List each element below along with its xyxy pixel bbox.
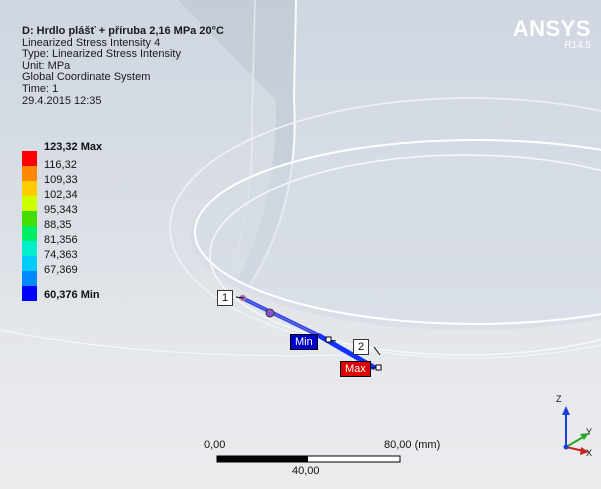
legend-swatch-5 [22, 211, 37, 226]
legend-value: 109,33 [44, 174, 78, 186]
legend-min-label: 60,376 Min [44, 289, 100, 301]
axis-z-label: Z [556, 394, 562, 404]
legend-swatch-4 [22, 196, 37, 211]
legend-value: 81,356 [44, 234, 78, 246]
legend-value: 95,343 [44, 204, 78, 216]
legend-value: 102,34 [44, 189, 78, 201]
scale-mid-label: 40,00 [292, 465, 320, 477]
result-time: Time: 1 [22, 82, 59, 95]
result-name: Linearized Stress Intensity 4 [22, 36, 161, 49]
legend-swatch-7 [22, 241, 37, 256]
legend-swatch-8 [22, 256, 37, 271]
legend-max-label: 123,32 Max [44, 141, 103, 153]
ansys-logo: ANSYS R14.5 [513, 18, 591, 52]
legend-value: 74,363 [44, 249, 78, 261]
max-value-label[interactable]: Max [340, 361, 371, 377]
brand-name: ANSYS [512, 16, 591, 41]
coordinate-system: Global Coordinate System [22, 71, 151, 84]
axis-y-label: Y [586, 427, 593, 437]
result-title: D: Hrdlo plášť + příruba 2,16 MPa 20°C [22, 25, 224, 37]
probe-point-2-label[interactable]: 2 [353, 339, 370, 355]
brand-version: R14.5 [564, 40, 591, 51]
legend-swatch-3 [22, 181, 37, 196]
result-unit: Unit: MPa [22, 59, 71, 72]
min-value-label[interactable]: Min [290, 334, 318, 350]
legend-value: 88,35 [44, 219, 72, 231]
legend-swatch-9 [22, 271, 37, 286]
result-type: Type: Linearized Stress Intensity [22, 48, 181, 61]
legend-swatch-10 [22, 286, 37, 301]
legend-swatch-6 [22, 226, 37, 241]
legend-swatch-2 [22, 166, 37, 181]
legend-value: 116,32 [44, 159, 77, 171]
probe-point-1-label[interactable]: 1 [217, 290, 234, 306]
legend-value: 67,369 [44, 264, 78, 276]
axis-x-label: X [586, 448, 593, 458]
axis-triad [562, 406, 589, 455]
result-timestamp: 29.4.2015 12:35 [22, 94, 102, 107]
scale-end-label: 80,00 (mm) [384, 439, 441, 451]
legend-swatch-1 [22, 151, 37, 166]
result-header: D: Hrdlo plášť + příruba 2,16 MPa 20°C L… [22, 25, 224, 107]
scale-start-label: 0,00 [204, 439, 226, 451]
